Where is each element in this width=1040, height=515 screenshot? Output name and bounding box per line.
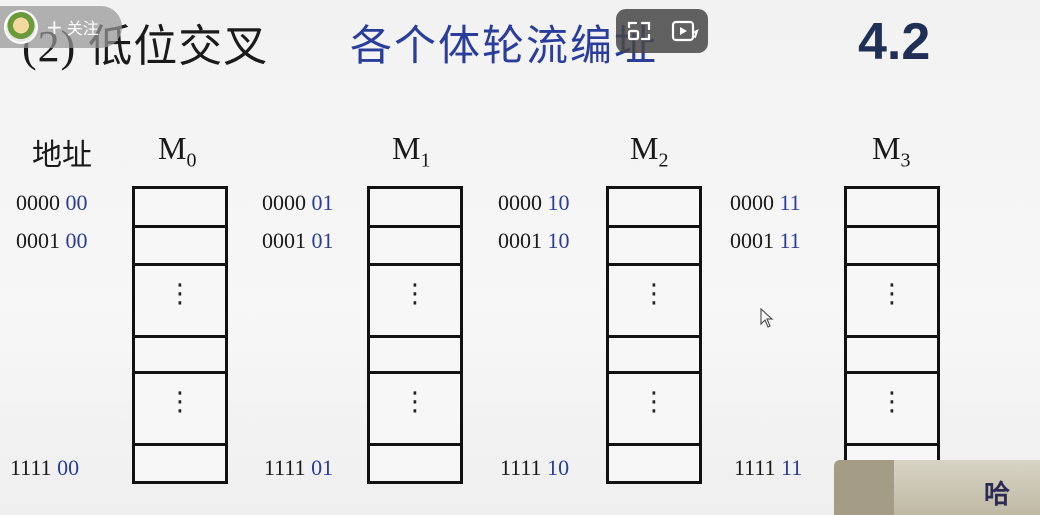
video-button[interactable] bbox=[670, 16, 700, 46]
mouse-cursor-icon bbox=[760, 308, 774, 328]
cell-divider bbox=[135, 225, 225, 228]
address-label: 1111 01 bbox=[264, 455, 334, 480]
follow-label: 关注 bbox=[66, 19, 99, 38]
module-header-m2: M2 bbox=[630, 130, 669, 172]
ellipsis-icon: ⋮ bbox=[167, 279, 193, 309]
address-label: 0001 10 bbox=[498, 228, 570, 253]
cell-divider bbox=[370, 225, 460, 228]
ellipsis-icon: ⋮ bbox=[641, 279, 667, 309]
address-label: 0001 00 bbox=[16, 228, 88, 253]
cell-divider bbox=[370, 443, 460, 446]
ellipsis-icon: ⋮ bbox=[402, 279, 428, 309]
address-label: 0001 11 bbox=[730, 228, 801, 253]
cell-divider bbox=[135, 335, 225, 338]
section-number: 4.2 bbox=[858, 13, 931, 71]
follow-button[interactable]: + 关注 bbox=[0, 6, 122, 48]
cell-divider bbox=[370, 371, 460, 374]
cell-divider bbox=[135, 371, 225, 374]
address-header: 地址 bbox=[32, 138, 92, 173]
cell-divider bbox=[609, 263, 699, 266]
memory-module-m0: ⋮ ⋮ bbox=[132, 186, 228, 484]
slide-heading: 各个体轮流编址 bbox=[350, 21, 659, 70]
ellipsis-icon: ⋮ bbox=[879, 387, 905, 417]
pip-button[interactable] bbox=[624, 16, 654, 46]
address-label: 1111 00 bbox=[10, 455, 80, 480]
ellipsis-icon: ⋮ bbox=[402, 387, 428, 417]
address-label: 0000 11 bbox=[730, 190, 801, 215]
cell-divider bbox=[609, 225, 699, 228]
memory-module-m3: ⋮ ⋮ bbox=[844, 186, 940, 484]
cell-divider bbox=[135, 443, 225, 446]
address-label: 0000 01 bbox=[262, 190, 334, 215]
address-label: 0000 00 bbox=[16, 190, 88, 215]
cell-divider bbox=[847, 263, 937, 266]
cell-divider bbox=[370, 263, 460, 266]
cell-divider bbox=[609, 371, 699, 374]
webcam-visible-text: 哈 bbox=[984, 480, 1011, 510]
memory-module-m2: ⋮ ⋮ bbox=[606, 186, 702, 484]
module-header-m3: M3 bbox=[872, 130, 911, 172]
memory-module-m1: ⋮ ⋮ bbox=[367, 186, 463, 484]
webcam-preview[interactable]: 哈 bbox=[834, 460, 1040, 515]
cell-divider bbox=[847, 335, 937, 338]
video-controls bbox=[616, 9, 708, 53]
cell-divider bbox=[609, 335, 699, 338]
module-header-m0: M0 bbox=[158, 130, 197, 172]
address-label: 0001 01 bbox=[262, 228, 334, 253]
cell-divider bbox=[135, 263, 225, 266]
pip-icon bbox=[627, 21, 651, 41]
avatar[interactable] bbox=[4, 10, 38, 44]
cell-divider bbox=[847, 371, 937, 374]
webcam-background bbox=[834, 460, 894, 515]
module-header-m1: M1 bbox=[392, 130, 431, 172]
plus-icon: + bbox=[46, 15, 63, 39]
address-label: 1111 11 bbox=[734, 455, 803, 480]
address-label: 0000 10 bbox=[498, 190, 570, 215]
cell-divider bbox=[847, 225, 937, 228]
address-label: 1111 10 bbox=[500, 455, 570, 480]
cell-divider bbox=[847, 443, 937, 446]
ellipsis-icon: ⋮ bbox=[641, 387, 667, 417]
video-play-icon bbox=[671, 20, 699, 42]
ellipsis-icon: ⋮ bbox=[879, 279, 905, 309]
cell-divider bbox=[609, 443, 699, 446]
cell-divider bbox=[370, 335, 460, 338]
ellipsis-icon: ⋮ bbox=[167, 387, 193, 417]
